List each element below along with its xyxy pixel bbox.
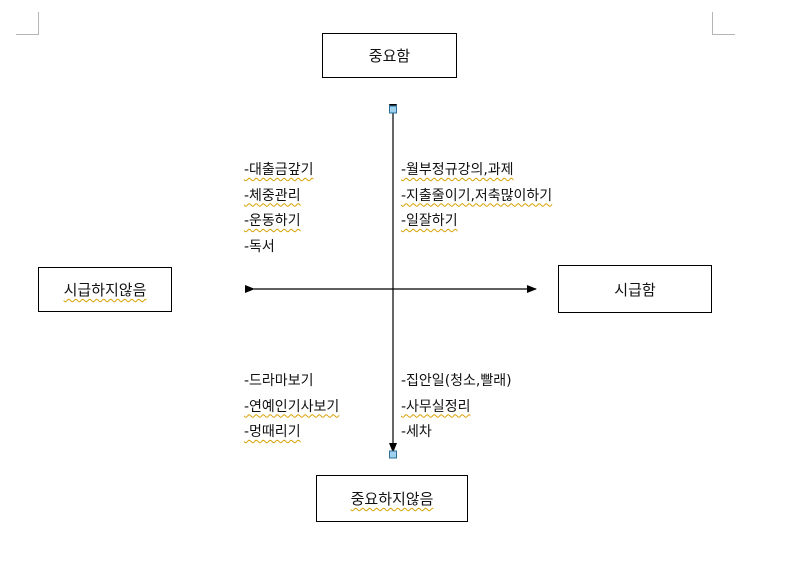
list-item: -드라마보기 [244,373,314,389]
page-corner-mark-top-right [712,12,735,35]
list-item: -연예인기사보기 [244,398,340,415]
list-item: -멍때리기 [244,424,301,440]
list-item: -집안일(청소,빨래) [401,373,512,389]
list-item: -지출줄이기,저축많이하기 [401,187,553,204]
quadrant-not-important-not-urgent: -드라마보기 -연예인기사보기 -멍때리기 [244,369,339,446]
label-box-urgent[interactable]: 시급함 [558,265,712,313]
label-box-not-important[interactable]: 중요하지않음 [316,475,468,522]
list-item: -체중관리 [244,187,301,204]
quadrant-not-important-urgent: -집안일(청소,빨래) -사무실정리 -세차 [401,369,512,446]
label-not-important: 중요하지않음 [350,490,434,508]
page-corner-mark-top-left [16,12,39,35]
label-important: 중요함 [368,47,411,65]
selection-handle-top[interactable] [389,105,397,114]
list-item: -대출금갚기 [244,162,314,178]
label-not-urgent: 시급하지않음 [63,281,147,299]
list-item: -월부정규강의,과제 [401,162,514,178]
label-urgent: 시급함 [614,280,656,299]
selection-handle-bottom[interactable] [389,450,397,459]
list-item: -운동하기 [244,213,301,229]
list-item: -독서 [244,238,275,255]
quadrant-important-not-urgent: -대출금갚기 -체중관리 -운동하기 -독서 [244,158,313,260]
label-box-not-urgent[interactable]: 시급하지않음 [38,267,172,312]
list-item: -사무실정리 [401,398,471,415]
list-item: -일잘하기 [401,213,458,229]
quadrant-important-urgent: -월부정규강의,과제 -지출줄이기,저축많이하기 -일잘하기 [401,158,552,235]
list-item: -세차 [401,424,432,440]
label-box-important[interactable]: 중요함 [322,33,457,78]
